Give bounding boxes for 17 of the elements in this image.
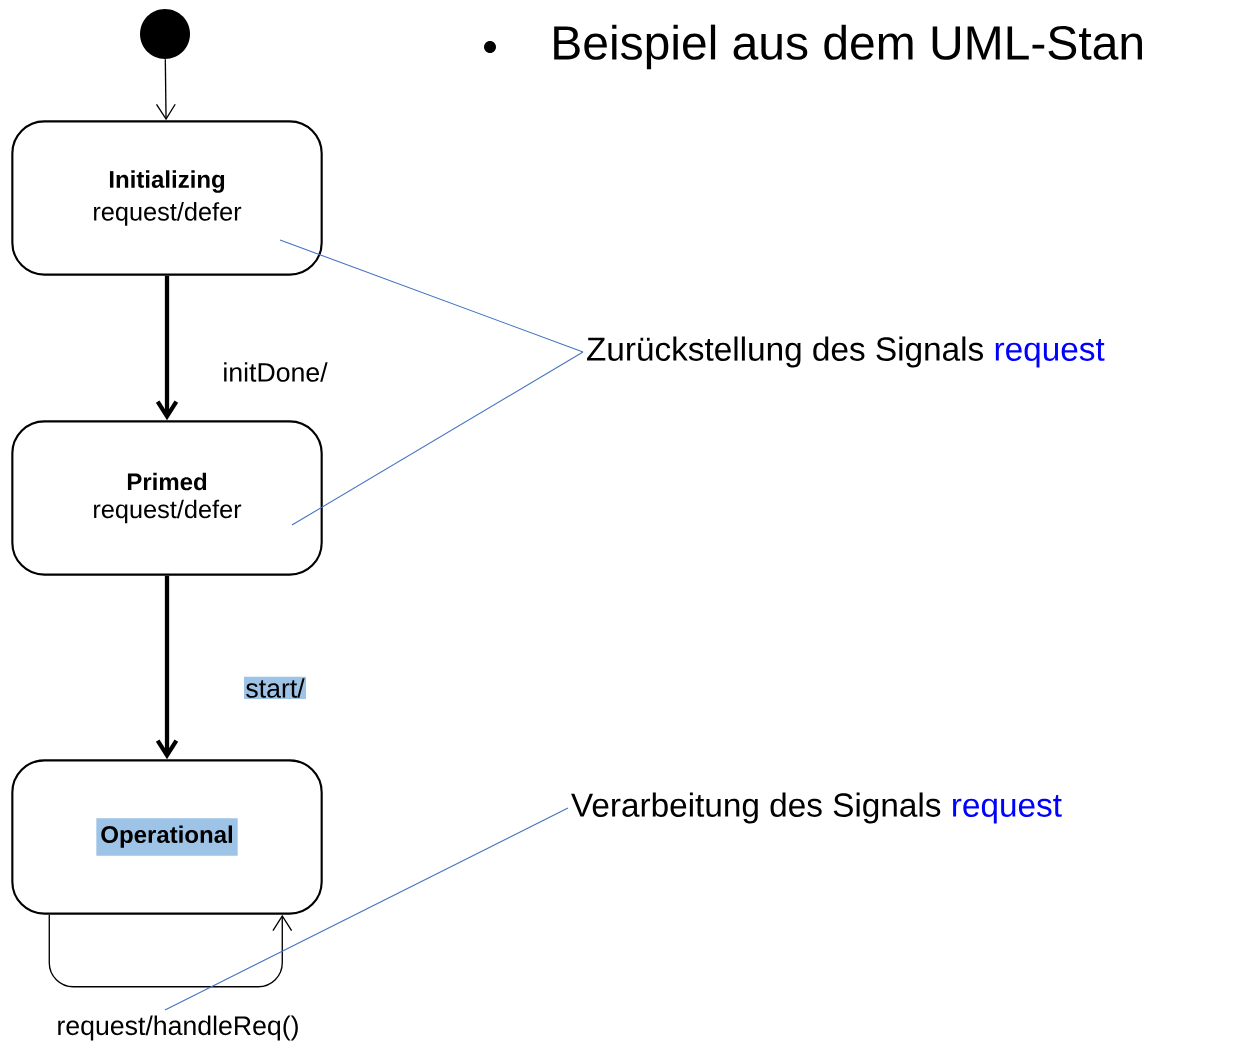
state-box: Primed request/defer xyxy=(11,420,323,576)
heading: Beispiel aus dem UML-Stan xyxy=(554,24,1142,70)
self-transition-arrow xyxy=(48,914,293,988)
leader-line xyxy=(291,351,584,526)
transition-arrow xyxy=(155,58,176,121)
transition-arrow xyxy=(155,575,179,760)
state-box: Operational xyxy=(11,759,323,915)
edge-label: request/handleReq() xyxy=(55,1014,301,1042)
initial-state xyxy=(140,9,190,59)
annotation: Verarbeitung des Signals request xyxy=(571,792,1062,824)
transition-arrow xyxy=(155,275,179,421)
edge-label: start/ xyxy=(244,676,306,700)
leader-line xyxy=(164,807,569,1011)
leader-line xyxy=(279,239,584,353)
annotation: Zurückstellung des Signals request xyxy=(587,336,1105,368)
edge-label: initDone/ xyxy=(221,360,329,384)
state-box: Initializing request/defer xyxy=(11,120,323,276)
